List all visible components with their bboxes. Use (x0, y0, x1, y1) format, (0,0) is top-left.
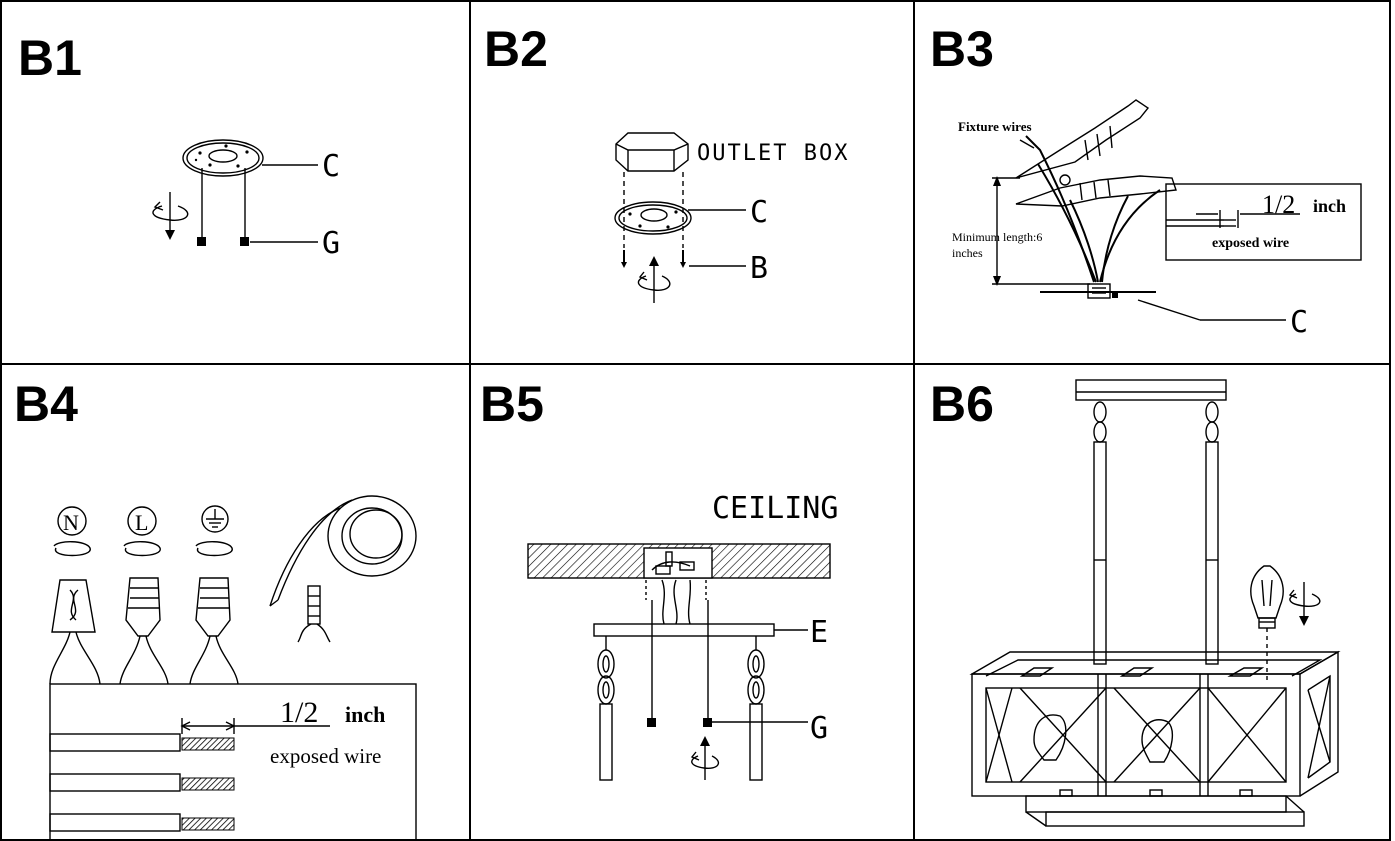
wire-stripper-tool (1015, 99, 1177, 207)
step-label-b6: B6 (930, 376, 994, 432)
mounting-plate-b1 (182, 139, 264, 177)
rotate-arrow-icon (637, 256, 671, 303)
panel-b2: B2 OUTLET BOX (484, 21, 849, 303)
rotate-arrow-icon (152, 192, 189, 240)
minimum-length-dimension (992, 176, 1090, 286)
half-label-b4: 1/2 (280, 696, 318, 729)
wire-nut-1 (49, 579, 101, 685)
exposed-wire-inset-b4 (49, 683, 417, 841)
electrical-tape-roll (269, 495, 417, 607)
svg-text:L: L (135, 510, 148, 535)
wire-nut-2 (119, 577, 169, 685)
step-label-b3: B3 (930, 21, 994, 77)
rotate-arrow-icon (690, 736, 720, 780)
neutral-symbol-icon: N (57, 506, 87, 536)
step-label-b2: B2 (484, 21, 548, 77)
half-label-b3: 1/2 (1262, 190, 1295, 219)
step-label-b1: B1 (18, 30, 82, 86)
panel-b4: B4 N L (14, 376, 417, 841)
wires-b5 (645, 579, 707, 625)
rotate-arrow-icon (1288, 582, 1321, 626)
outlet-box-drawing (615, 132, 689, 172)
callout-g-b5: G (810, 711, 828, 746)
mounting-plate-b2 (614, 201, 692, 235)
panel-b1: B1 C G (18, 30, 340, 261)
suspension-rods (1093, 401, 1219, 665)
ground-symbol-icon (201, 505, 229, 533)
callout-c-b1: C (322, 149, 340, 184)
fixture-base-b6 (1025, 789, 1305, 827)
callout-b-b2: B (750, 251, 768, 286)
wire-nut-3 (189, 577, 239, 685)
edison-bulb-icon (1250, 565, 1284, 680)
minimum-length-label: Minimum length:6 (952, 230, 1042, 244)
twist-arrows-icon (53, 541, 233, 557)
exposed-wire-label-b3: exposed wire (1212, 236, 1289, 251)
fixture-body-cage (969, 650, 1341, 797)
panel-b3: B3 Fixture wires Minim (930, 21, 1362, 340)
taped-connection-icon (297, 585, 331, 643)
step-label-b4: B4 (14, 376, 78, 432)
outlet-box-label: OUTLET BOX (697, 141, 849, 166)
leader-line-c (1137, 299, 1201, 321)
fixture-wires-label: Fixture wires (958, 119, 1032, 134)
chain-links-left (597, 636, 615, 781)
callout-g-b1: G (322, 226, 340, 261)
canopy-bar-e (593, 623, 775, 637)
dashed-guides-b2 (623, 172, 684, 248)
callout-c-b2: C (750, 195, 768, 230)
step-label-b5: B5 (480, 376, 544, 432)
ceiling-section (527, 543, 831, 579)
ceiling-plate-b3 (1040, 283, 1156, 299)
svg-text:N: N (63, 510, 79, 535)
minimum-length-unit: inches (952, 246, 983, 260)
panel-b6: B6 (930, 376, 1341, 827)
callout-c-b3: C (1290, 305, 1308, 340)
mounting-screws-b1 (197, 168, 249, 246)
inch-label-b3: inch (1313, 196, 1346, 216)
chain-links-right (747, 636, 765, 781)
ceiling-label: CEILING (712, 491, 838, 526)
exposed-wire-inset-b3 (1165, 183, 1362, 261)
callout-e-b5: E (810, 615, 828, 650)
live-symbol-icon: L (127, 506, 157, 536)
exposed-wire-label-b4: exposed wire (270, 744, 381, 768)
inch-label-b4: inch (345, 702, 385, 727)
screws-b2 (621, 250, 686, 268)
canopy-b6 (1075, 379, 1227, 401)
mounting-screws-b5 (647, 600, 712, 727)
fixture-wires-drawing (1019, 135, 1161, 283)
panel-b5: B5 CEILING E (480, 376, 838, 781)
